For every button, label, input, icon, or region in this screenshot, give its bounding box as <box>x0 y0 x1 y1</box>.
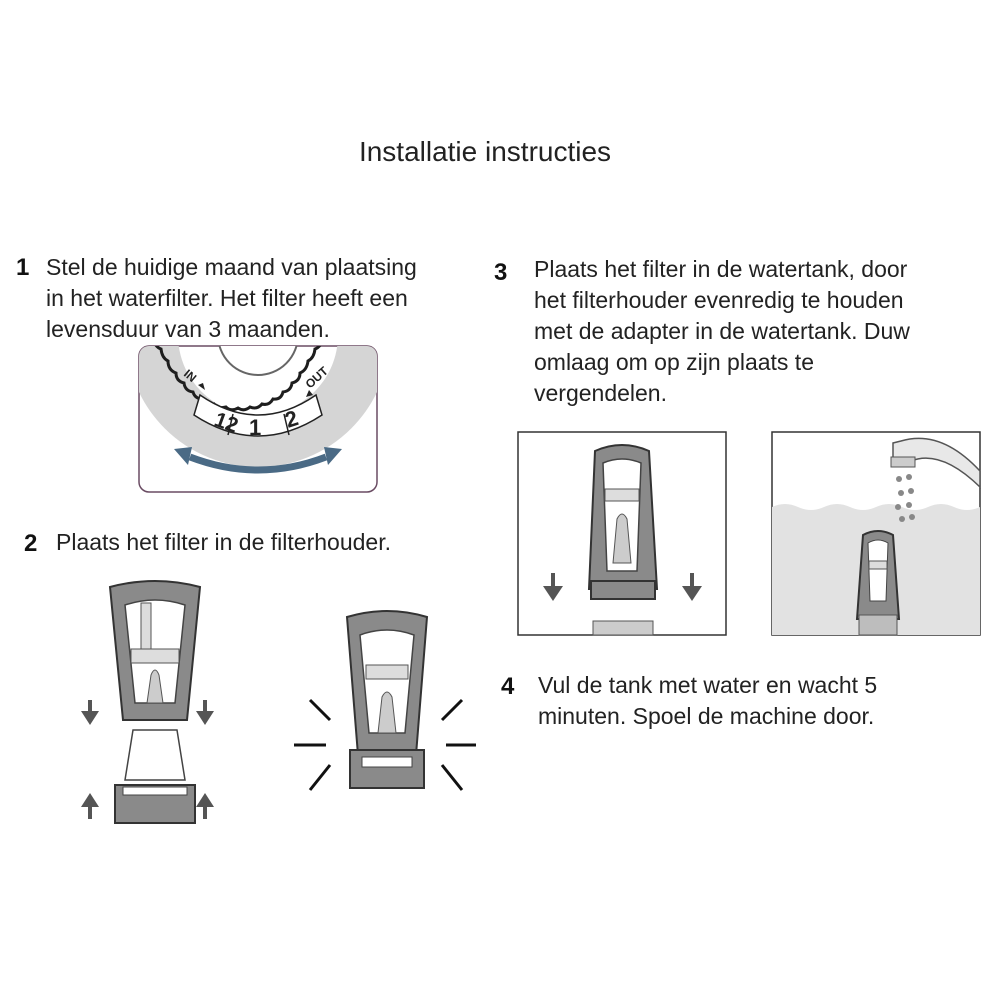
step-1-line-3: levensduur van 3 maanden. <box>46 316 330 342</box>
step-3-line-1: Plaats het filter in de watertank, door <box>534 256 908 282</box>
step-2-line-1: Plaats het filter in de filterhouder. <box>56 529 391 555</box>
down-arrow-icon <box>81 700 214 725</box>
filter-assembled-illustration <box>294 610 476 791</box>
step-3-text: Plaats het filter in de watertank, door … <box>534 254 910 409</box>
step-2-number: 2 <box>24 530 38 557</box>
rotate-arrows-icon <box>174 447 342 474</box>
month-dial-illustration: 12 1 2 IN OUT <box>138 345 378 493</box>
step-2-text: Plaats het filter in de filterhouder. <box>56 527 391 558</box>
step-4-line-1: Vul de tank met water en wacht 5 <box>538 672 878 698</box>
faucet-icon <box>890 437 981 489</box>
dial-month-1: 1 <box>249 415 261 440</box>
step-1-line-1: Stel de huidige maand van plaatsing <box>46 254 417 280</box>
push-down-illustration <box>517 431 727 636</box>
page-title: Installatie instructies <box>358 136 612 167</box>
down-arrow-icon <box>543 573 702 601</box>
step-4-line-2: minuten. Spoel de machine door. <box>538 703 875 729</box>
up-arrow-icon <box>81 793 214 819</box>
out-arrow-icon <box>306 390 313 397</box>
dial-serrated-edge <box>150 346 326 412</box>
step-4-text: Vul de tank met water en wacht 5 minuten… <box>538 670 877 732</box>
step-3-line-3: met de adapter in de watertank. Duw <box>534 318 910 344</box>
step-3-line-5: vergendelen. <box>534 380 667 406</box>
step-4-number: 4 <box>501 673 515 700</box>
filter-insert-illustration <box>81 580 214 824</box>
click-burst-icon <box>294 698 476 791</box>
step-3-line-4: omlaag om op zijn plaats te <box>534 349 814 375</box>
water-tank-illustration <box>771 431 981 636</box>
step-3-number: 3 <box>494 259 508 286</box>
step-3-line-2: het filterhouder evenredig te houden <box>534 287 904 313</box>
step-1-line-2: in het waterfilter. Het filter heeft een <box>46 285 408 311</box>
step-1-number: 1 <box>16 254 30 281</box>
step-1-text: Stel de huidige maand van plaatsing in h… <box>46 252 417 345</box>
in-arrow-icon <box>198 383 205 390</box>
water-drops-icon <box>895 474 915 522</box>
